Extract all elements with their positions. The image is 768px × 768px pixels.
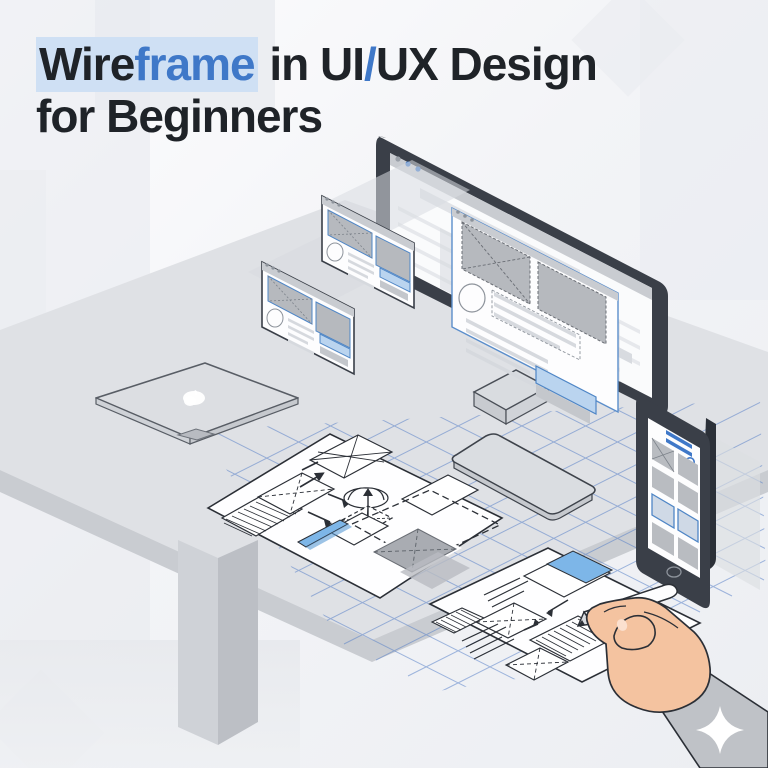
laptop-notch bbox=[176, 428, 216, 441]
sketch-square-1 bbox=[326, 512, 390, 546]
title-line-2: for Beginners bbox=[36, 90, 323, 142]
sketch-crossed-box-3 bbox=[474, 602, 548, 639]
tablet-cell-6 bbox=[678, 481, 698, 514]
wireframe-secondary-button bbox=[536, 384, 590, 424]
tablet-menu-lines bbox=[666, 430, 692, 457]
title-ux-design: UX Design bbox=[375, 38, 598, 90]
tablet-cell-7-selected bbox=[677, 507, 699, 544]
sketch-crossed-box-2 bbox=[308, 434, 394, 479]
title-slash: / bbox=[364, 38, 377, 90]
title-wire: Wire bbox=[39, 38, 135, 90]
tablet-cell-5 bbox=[678, 453, 698, 486]
tablet-home-button bbox=[666, 566, 682, 578]
sketch-header-card bbox=[522, 550, 614, 598]
browser-dot-1 bbox=[395, 156, 401, 162]
page-title: Wireframe in UI/UX Design for Beginners bbox=[36, 37, 598, 142]
title-line-1: Wireframe in UI/UX Design bbox=[36, 37, 598, 92]
title-frame: frame bbox=[134, 38, 255, 90]
title-highlight: Wireframe bbox=[36, 37, 258, 92]
wireframe-primary-button bbox=[535, 365, 597, 415]
sketch-crossed-box-1 bbox=[256, 472, 336, 515]
apple-logo bbox=[183, 390, 205, 406]
tablet-cell-2 bbox=[652, 466, 674, 500]
sketch-blue-header bbox=[545, 550, 614, 584]
sketch-crossed-box-4 bbox=[504, 647, 570, 681]
title-in-ui: in UI bbox=[257, 38, 365, 90]
tablet-cell-4 bbox=[652, 522, 674, 556]
tablet-cell-3-selected bbox=[651, 492, 675, 530]
sketch-text-lines bbox=[461, 577, 529, 660]
tablet-cell-8 bbox=[678, 537, 698, 570]
sketch-square-2 bbox=[400, 474, 480, 516]
